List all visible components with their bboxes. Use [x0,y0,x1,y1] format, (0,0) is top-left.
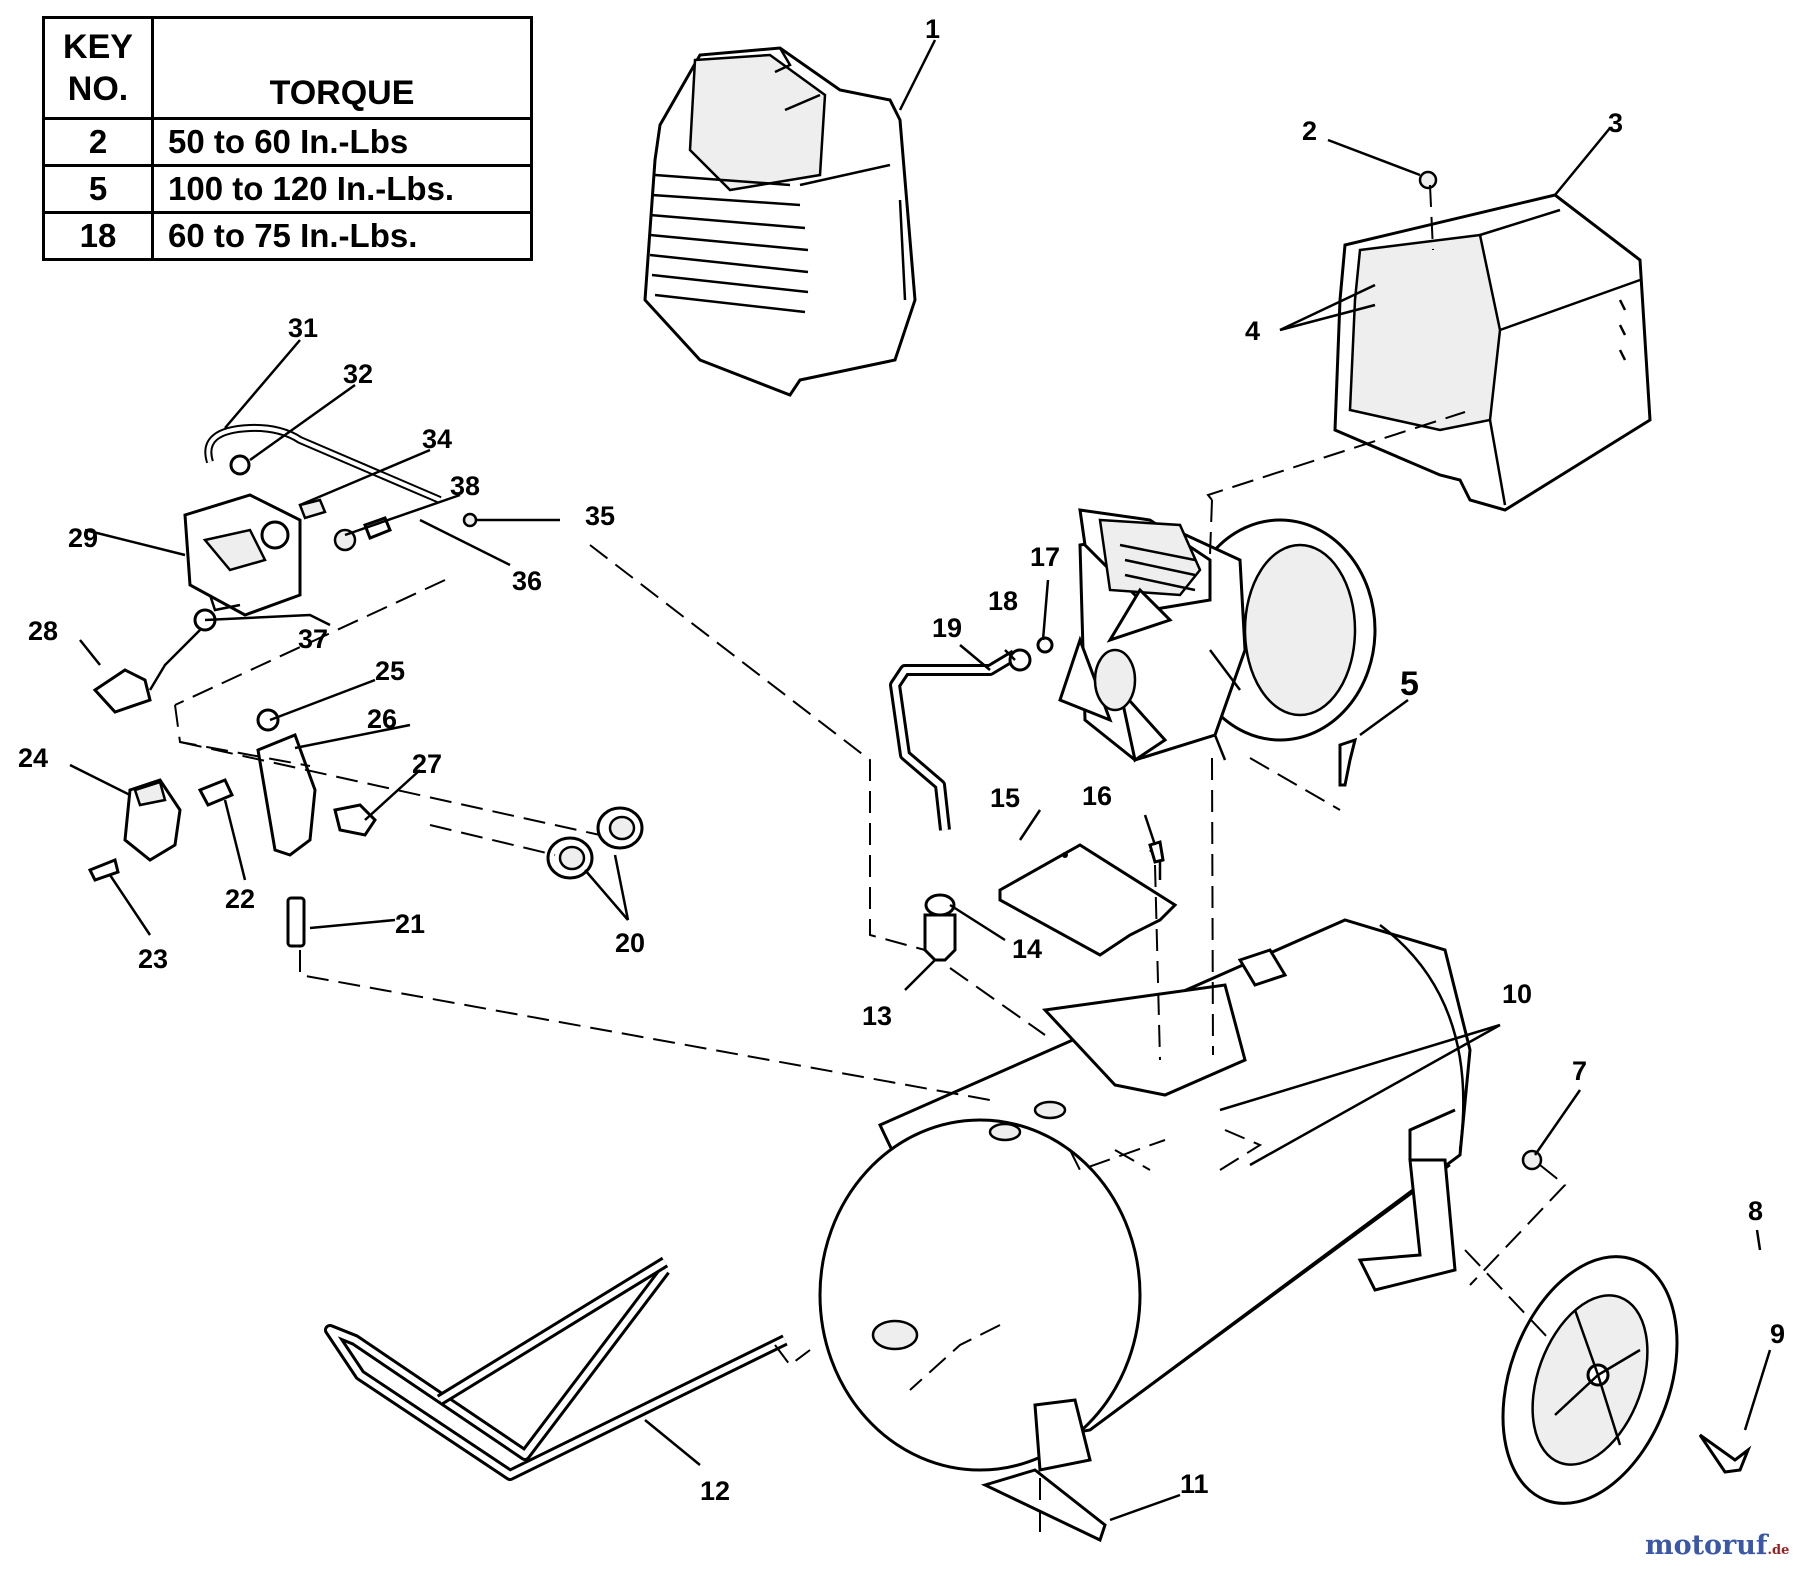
callout-22: 22 [225,884,255,914]
callout-29: 29 [68,523,98,553]
callout-17: 17 [1030,542,1060,572]
part-manifold [256,708,377,857]
callout-37: 37 [298,624,328,654]
callout-19: 19 [932,613,962,643]
callout-7: 7 [1572,1056,1587,1086]
table-row: 2 50 to 60 In.-Lbs [42,117,533,167]
row-torque: 100 to 120 In.-Lbs. [151,164,533,214]
callout-3: 3 [1608,108,1623,138]
callout-5: 5 [1400,665,1419,703]
callout-26: 26 [367,704,397,734]
callout-18: 18 [988,586,1018,616]
part-regulator [87,778,235,882]
part-fan [1058,587,1173,763]
callout-34: 34 [422,424,452,454]
callout-4: 4 [1245,316,1260,346]
callout-21: 21 [395,909,425,939]
callout-28: 28 [28,616,58,646]
callout-2: 2 [1302,116,1317,146]
callout-11: 11 [1180,1469,1209,1499]
part-wheel [1501,1255,1679,1505]
callout-32: 32 [343,359,373,389]
callout-13: 13 [862,1001,892,1031]
row-torque: 50 to 60 In.-Lbs [151,117,533,167]
part-shroud [643,46,917,397]
part-fittings [923,893,957,962]
part-pressure-switch [183,423,478,617]
callout-16: 16 [1082,781,1112,811]
callout-1: 1 [925,14,940,44]
callout-27: 27 [412,749,442,779]
callout-38: 38 [450,471,480,501]
row-torque: 60 to 75 In.-Lbs. [151,211,533,261]
part-gauge [546,806,644,880]
callout-10: 10 [1502,979,1532,1009]
part-tube [889,636,1054,831]
part-air-tank [818,918,1472,1472]
leader-lines [69,39,1772,1522]
header-torque: TORQUE [151,16,533,120]
part-fitting-21 [286,896,306,948]
watermark-text: motoruf [1645,1530,1768,1561]
header-key-line1: KEY [63,28,133,66]
callout-24: 24 [18,743,48,773]
callout-15: 15 [990,783,1020,813]
callout-36: 36 [512,566,542,596]
torque-table-header: KEY NO. TORQUE [42,16,533,120]
callout-labels: 1 2 3 4 5 7 8 9 10 11 12 13 14 15 16 17 … [18,14,1785,1506]
part-foot [980,1468,1107,1543]
callout-20: 20 [615,928,645,958]
dashed-guides [174,184,1567,1540]
row-key: 2 [42,117,154,167]
table-row: 5 100 to 120 In.-Lbs. [42,164,533,214]
callout-8: 8 [1748,1196,1763,1226]
part-handle [324,1256,788,1481]
row-key: 18 [42,211,154,261]
callout-23: 23 [138,944,168,974]
watermark-logo: motoruf.de [1645,1530,1789,1561]
callout-31: 31 [288,313,318,343]
callout-12: 12 [700,1476,730,1506]
callout-9: 9 [1770,1319,1785,1349]
row-key: 5 [42,164,154,214]
callout-35: 35 [585,501,615,531]
torque-table: KEY NO. TORQUE 2 50 to 60 In.-Lbs 5 100 … [42,16,533,261]
part-hardware [1148,170,1752,1474]
table-row: 18 60 to 75 In.-Lbs. [42,211,533,261]
callout-25: 25 [375,656,405,686]
watermark-suffix: .de [1767,1543,1790,1558]
callout-14: 14 [1012,934,1042,964]
part-cord-plug [92,608,217,714]
header-key-no: KEY NO. [42,16,154,120]
header-key-line2: NO. [67,70,129,108]
part-belt-guard-cover [1333,193,1652,512]
